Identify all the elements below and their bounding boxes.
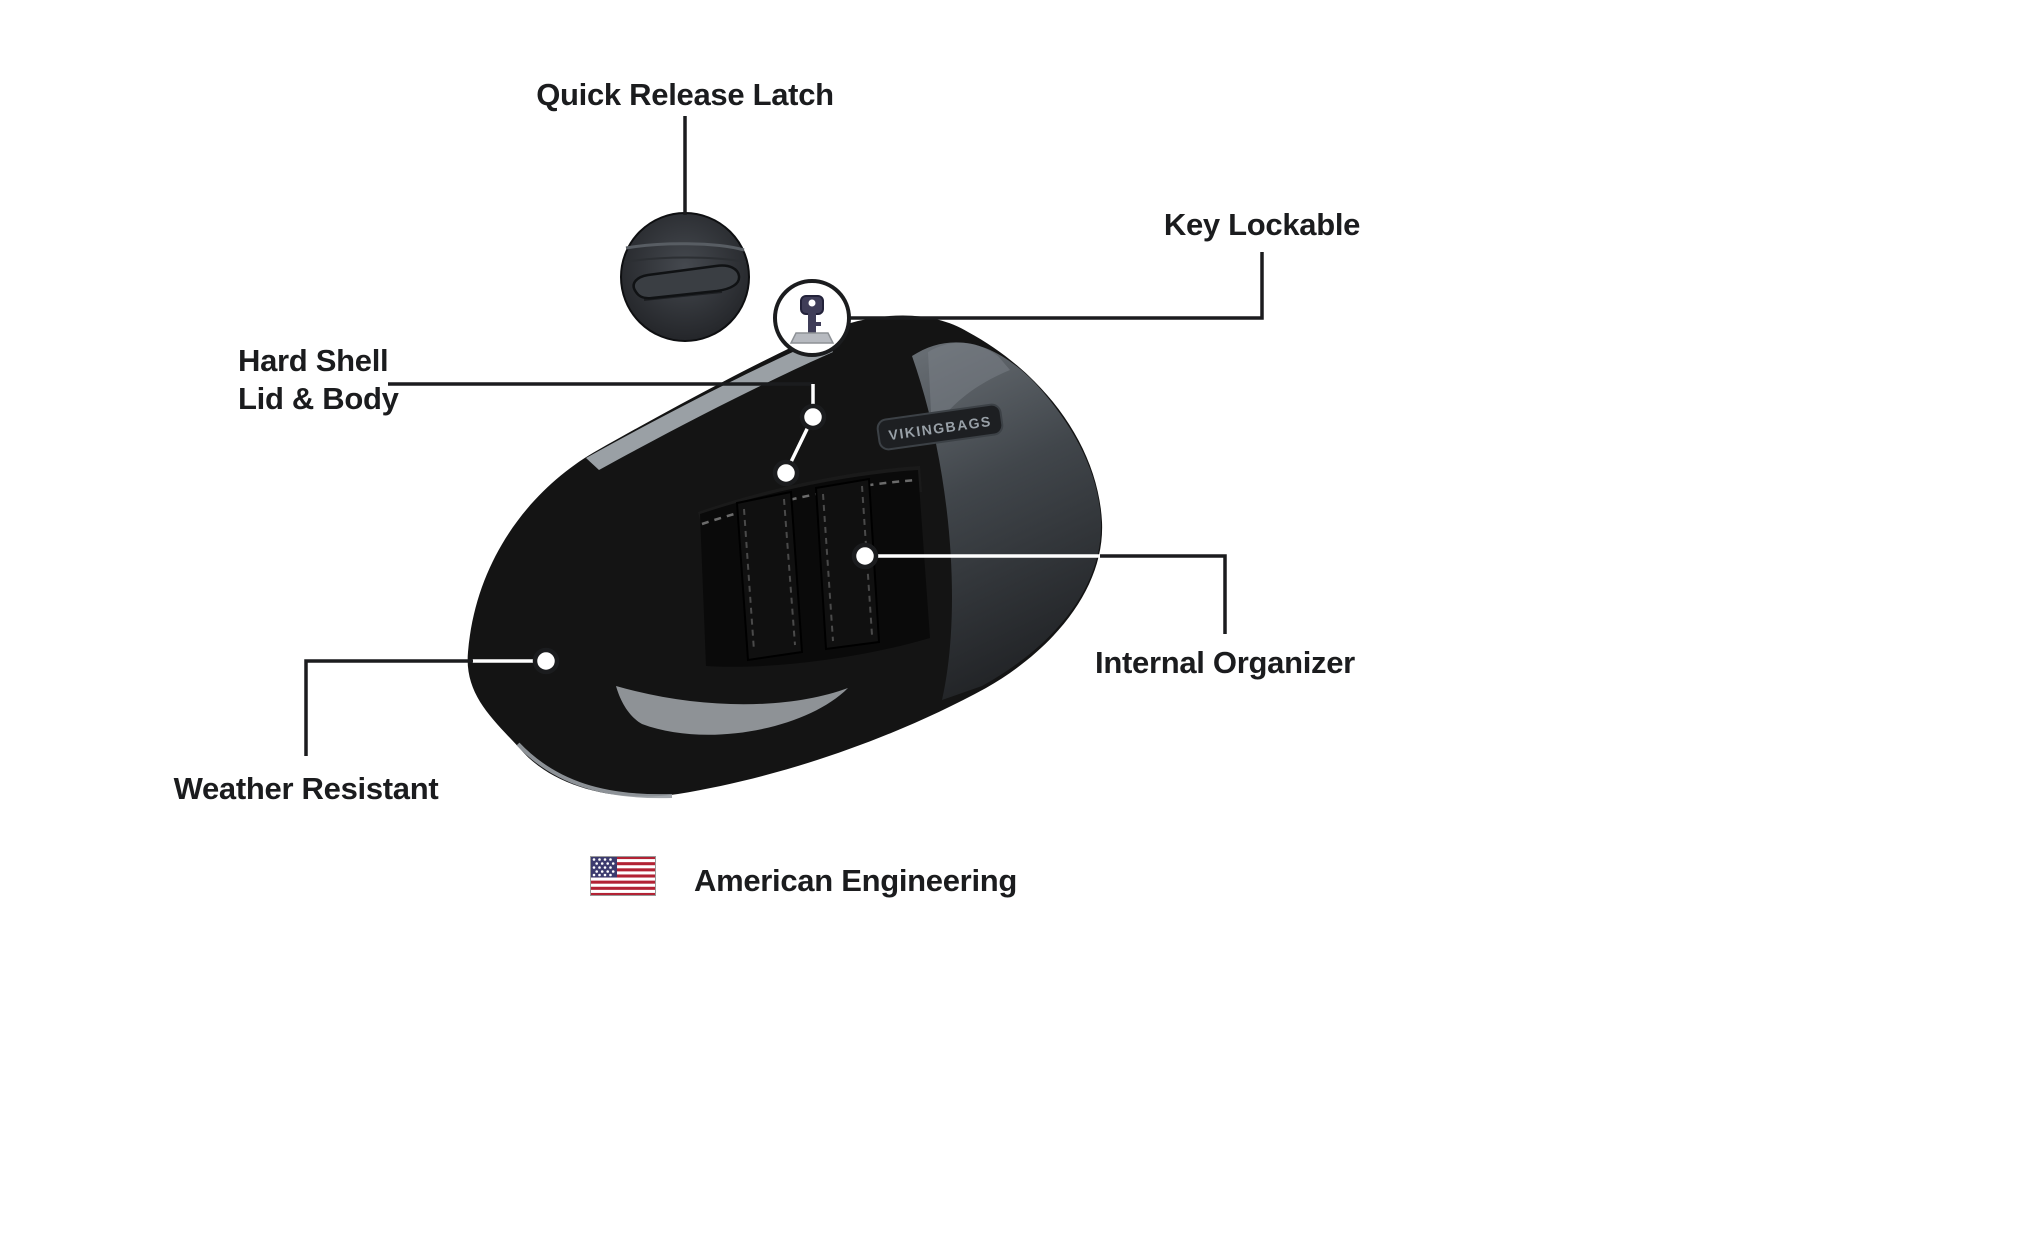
us-flag-icon xyxy=(590,856,656,896)
brand-badge: VIKINGBAGS xyxy=(876,403,1004,451)
organizer-strap-right-stitch xyxy=(822,485,873,642)
callout-label-hard-shell: Hard Shell Lid & Body xyxy=(238,342,399,418)
internal-organizer-line xyxy=(1100,554,1227,634)
organizer-strap-right xyxy=(814,477,881,651)
internal-organizer-dot xyxy=(851,542,879,570)
organizer-stitching xyxy=(701,478,919,526)
footer-label-american-engineering: American Engineering xyxy=(694,863,1018,898)
hard-shell-dot-1 xyxy=(799,403,827,431)
callout-label-key-lockable: Key Lockable xyxy=(1163,207,1361,242)
callout-dots xyxy=(532,403,879,675)
callout-label-quick-release-latch: Quick Release Latch xyxy=(536,77,834,112)
weather-resistant-line xyxy=(304,659,473,756)
hard-shell-connector xyxy=(789,426,810,463)
organizer-strap-left-stitch xyxy=(743,498,796,652)
hard-shell-line1: Hard Shell xyxy=(238,343,389,378)
latch-lever xyxy=(632,264,741,300)
hard-shell-line2: Lid & Body xyxy=(238,381,399,416)
brand-badge-plate xyxy=(876,403,1004,451)
quick-release-latch-icon xyxy=(620,212,750,342)
callout-lines xyxy=(304,116,1264,756)
callout-label-internal-organizer: Internal Organizer xyxy=(1095,645,1355,680)
organizer-strap-left xyxy=(735,490,804,662)
callout-label-weather-resistant: Weather Resistant xyxy=(173,771,439,806)
bag-bottom-accent xyxy=(616,686,848,735)
bag-bottom-piping xyxy=(516,742,673,799)
key-lockable-line xyxy=(850,252,1264,320)
weather-resistant-dot xyxy=(532,647,560,675)
hard-shell-dot-2 xyxy=(772,459,800,487)
key-icon xyxy=(773,279,851,357)
bag-top-piping xyxy=(586,338,833,470)
saddlebag-illustration: VIKINGBAGS xyxy=(467,315,1103,799)
